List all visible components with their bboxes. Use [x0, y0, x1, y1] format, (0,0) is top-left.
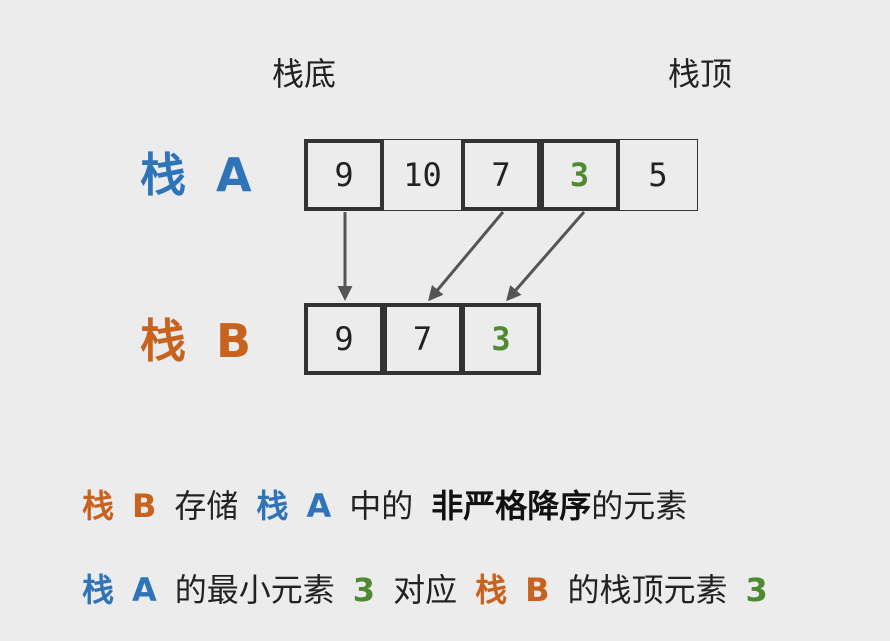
stack-top-label: 栈顶	[668, 55, 733, 93]
stack-b-cell-highlight: 3	[461, 303, 541, 375]
line1-text-in: 中的	[349, 487, 414, 525]
line1-bold-text: 非严格降序	[431, 487, 592, 525]
stack-a-name: 栈	[140, 148, 186, 202]
stack-a-letter: A	[216, 148, 252, 202]
arrow-7-to-7	[428, 211, 505, 302]
stack-bottom-label: 栈底	[272, 55, 337, 93]
stack-b-cell: 9	[304, 303, 384, 375]
line1-text-store: 存储	[174, 487, 239, 525]
stack-a-cell: 10	[382, 139, 463, 211]
line2-text-top: 的栈顶元素	[567, 571, 728, 609]
stack-a-cell: 9	[304, 139, 384, 211]
stack-b-letter: B	[216, 314, 252, 368]
line2-number-1: 3	[352, 571, 376, 609]
stack-b-cells: 9 7 3	[304, 303, 541, 375]
stack-a-cell: 5	[618, 139, 698, 211]
stack-a-cell: 7	[461, 139, 541, 211]
arrow-3-to-3	[506, 211, 586, 302]
stack-b-cell: 7	[382, 303, 463, 375]
stack-a-cells: 9 10 7 3 5	[304, 139, 698, 211]
line2-number-2: 3	[745, 571, 768, 609]
line1-text-elements: 的元素	[591, 487, 688, 525]
line2-text-corresponds: 对应	[393, 571, 458, 609]
stack-b-name: 栈	[140, 314, 186, 368]
line2-text-min: 的最小元素	[174, 571, 335, 609]
stack-a-cell-highlight: 3	[539, 139, 620, 211]
